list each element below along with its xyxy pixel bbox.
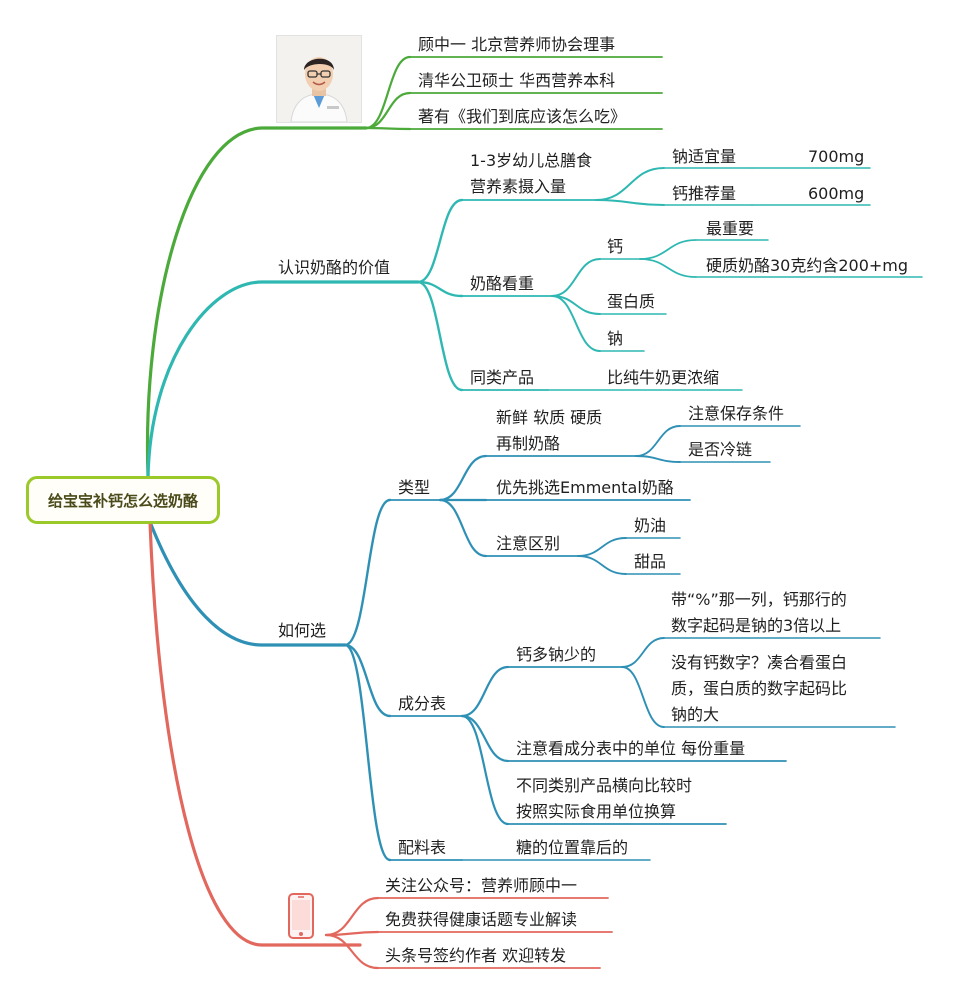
distinguish-dessert: 甜品 (634, 552, 667, 571)
intake-label: 营养素摄入量 (470, 177, 567, 196)
types-label: 类型 (398, 478, 431, 497)
calcium-note: 硬质奶酪30克约含200+mg (706, 256, 909, 275)
connector-line (148, 520, 362, 947)
mobile-phone-icon (288, 893, 314, 939)
branch-value: 认识奶酪的价值 (278, 258, 391, 277)
calcium-intake-value: 600mg (808, 184, 865, 203)
protein-note: 质，蛋白质的数字起码比 (671, 679, 848, 698)
connector-line (438, 498, 488, 558)
distinguish-cream: 奶油 (634, 516, 667, 535)
follow-line: 关注公众号：营养师顾中一 (385, 876, 578, 895)
cold-chain-note: 是否冷链 (688, 440, 753, 459)
intake-label: 1-3岁幼儿总膳食 (470, 151, 593, 170)
connector-line (460, 665, 510, 718)
distinguish-label: 注意区别 (496, 534, 561, 553)
percent-note: 数字起码是钠的3倍以上 (671, 616, 842, 635)
root-topic: 给宝宝补钙怎么选奶酪 (26, 476, 220, 524)
connector-line (595, 167, 665, 201)
connector-line (639, 239, 697, 260)
connector-line (324, 933, 380, 970)
profile-line: 顾中一 北京营养师协会理事 (418, 35, 616, 54)
connector-line (343, 643, 392, 718)
prefer-emmental: 优先挑选Emmental奶酪 (496, 478, 674, 497)
branch-choose: 如何选 (278, 621, 327, 640)
focus-calcium: 钙 (607, 237, 624, 256)
similar-note: 比纯牛奶更浓缩 (607, 368, 720, 387)
follow-line: 免费获得健康话题专业解读 (385, 910, 578, 929)
connector-line (595, 199, 665, 206)
connector-line (621, 637, 665, 668)
cheese-kinds: 新鲜 软质 硬质 (496, 408, 603, 427)
percent-note: 带“%”那一列，钙那行的 (671, 590, 847, 609)
connector-line (639, 258, 697, 278)
ingredients-label: 配料表 (398, 838, 447, 857)
connector-line (145, 126, 368, 478)
connector-line (621, 666, 665, 728)
connector-line (324, 896, 380, 937)
sodium-intake-label: 钠适宜量 (672, 147, 737, 166)
connector-line (416, 280, 464, 298)
calcium-note: 最重要 (706, 219, 755, 238)
similar-label: 同类产品 (470, 368, 535, 387)
sugar-note: 糖的位置靠后的 (516, 838, 629, 857)
cheese-kinds: 再制奶酪 (496, 434, 561, 453)
storage-note: 注意保存条件 (688, 404, 785, 423)
doctor-portrait-icon (276, 35, 362, 123)
connector-line (364, 91, 412, 130)
nutrition-label: 成分表 (398, 694, 447, 713)
connector-line (343, 498, 392, 647)
connector-line (460, 714, 510, 826)
focus-protein: 蛋白质 (607, 292, 656, 311)
connector-line (438, 454, 488, 502)
connector-line (551, 295, 601, 352)
connector-line (577, 555, 627, 575)
protein-note: 没有钙数字？凑合看蛋白 (671, 653, 848, 672)
protein-note: 钠的大 (671, 705, 720, 724)
profile-line: 著有《我们到底应该怎么吃》 (418, 107, 627, 126)
connector-line (364, 126, 412, 131)
profile-line: 清华公卫硕士 华西营养本科 (418, 71, 616, 90)
connector-line (635, 425, 681, 457)
high-calcium-label: 钙多钠少的 (516, 645, 597, 664)
calcium-intake-label: 钙推荐量 (672, 184, 737, 203)
compare-note: 不同类别产品横向比较时 (516, 776, 693, 795)
connector-line (551, 258, 601, 297)
unit-note: 注意看成分表中的单位 每份重量 (516, 739, 746, 758)
connector-line (635, 455, 681, 463)
connector-line (416, 280, 464, 392)
focus-sodium: 钠 (607, 329, 624, 348)
connector-line (148, 520, 347, 647)
connector-line (416, 198, 464, 284)
connector-line (343, 643, 392, 862)
connector-line (146, 280, 420, 480)
connector-line (364, 55, 412, 130)
compare-note: 按照实际食用单位换算 (516, 802, 677, 821)
connector-line (577, 537, 627, 557)
focus-label: 奶酪看重 (470, 274, 535, 293)
follow-line: 头条号签约作者 欢迎转发 (385, 946, 567, 965)
connector-line (460, 714, 510, 763)
sodium-intake-value: 700mg (808, 147, 865, 166)
